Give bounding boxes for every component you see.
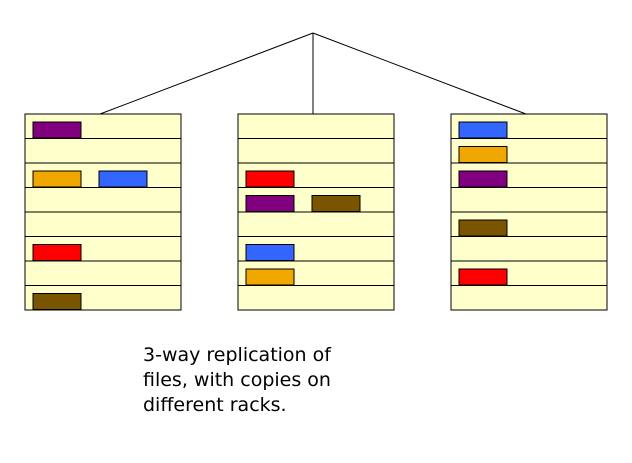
file-block-orange — [32, 170, 82, 188]
file-block-red — [245, 170, 295, 188]
caption: 3-way replication of files, with copies … — [143, 343, 403, 418]
file-block-red — [32, 244, 82, 261]
file-block-orange — [245, 268, 295, 286]
file-block-blue — [245, 244, 295, 261]
file-block-purple — [458, 170, 508, 188]
file-block-purple — [32, 121, 82, 139]
file-block-red — [458, 268, 508, 286]
caption-line-1: 3-way replication of — [143, 344, 331, 366]
file-block-orange — [458, 146, 508, 163]
caption-line-2: files, with copies on — [143, 369, 331, 391]
caption-line-3: different racks. — [143, 394, 287, 416]
connector-line-1 — [99, 32, 314, 115]
file-block-brown — [32, 293, 82, 310]
connector-line-3 — [312, 32, 527, 115]
file-block-purple — [245, 195, 295, 212]
file-block-brown — [311, 195, 361, 212]
file-block-blue — [98, 170, 148, 188]
file-block-brown — [458, 219, 508, 237]
file-block-blue — [458, 121, 508, 139]
